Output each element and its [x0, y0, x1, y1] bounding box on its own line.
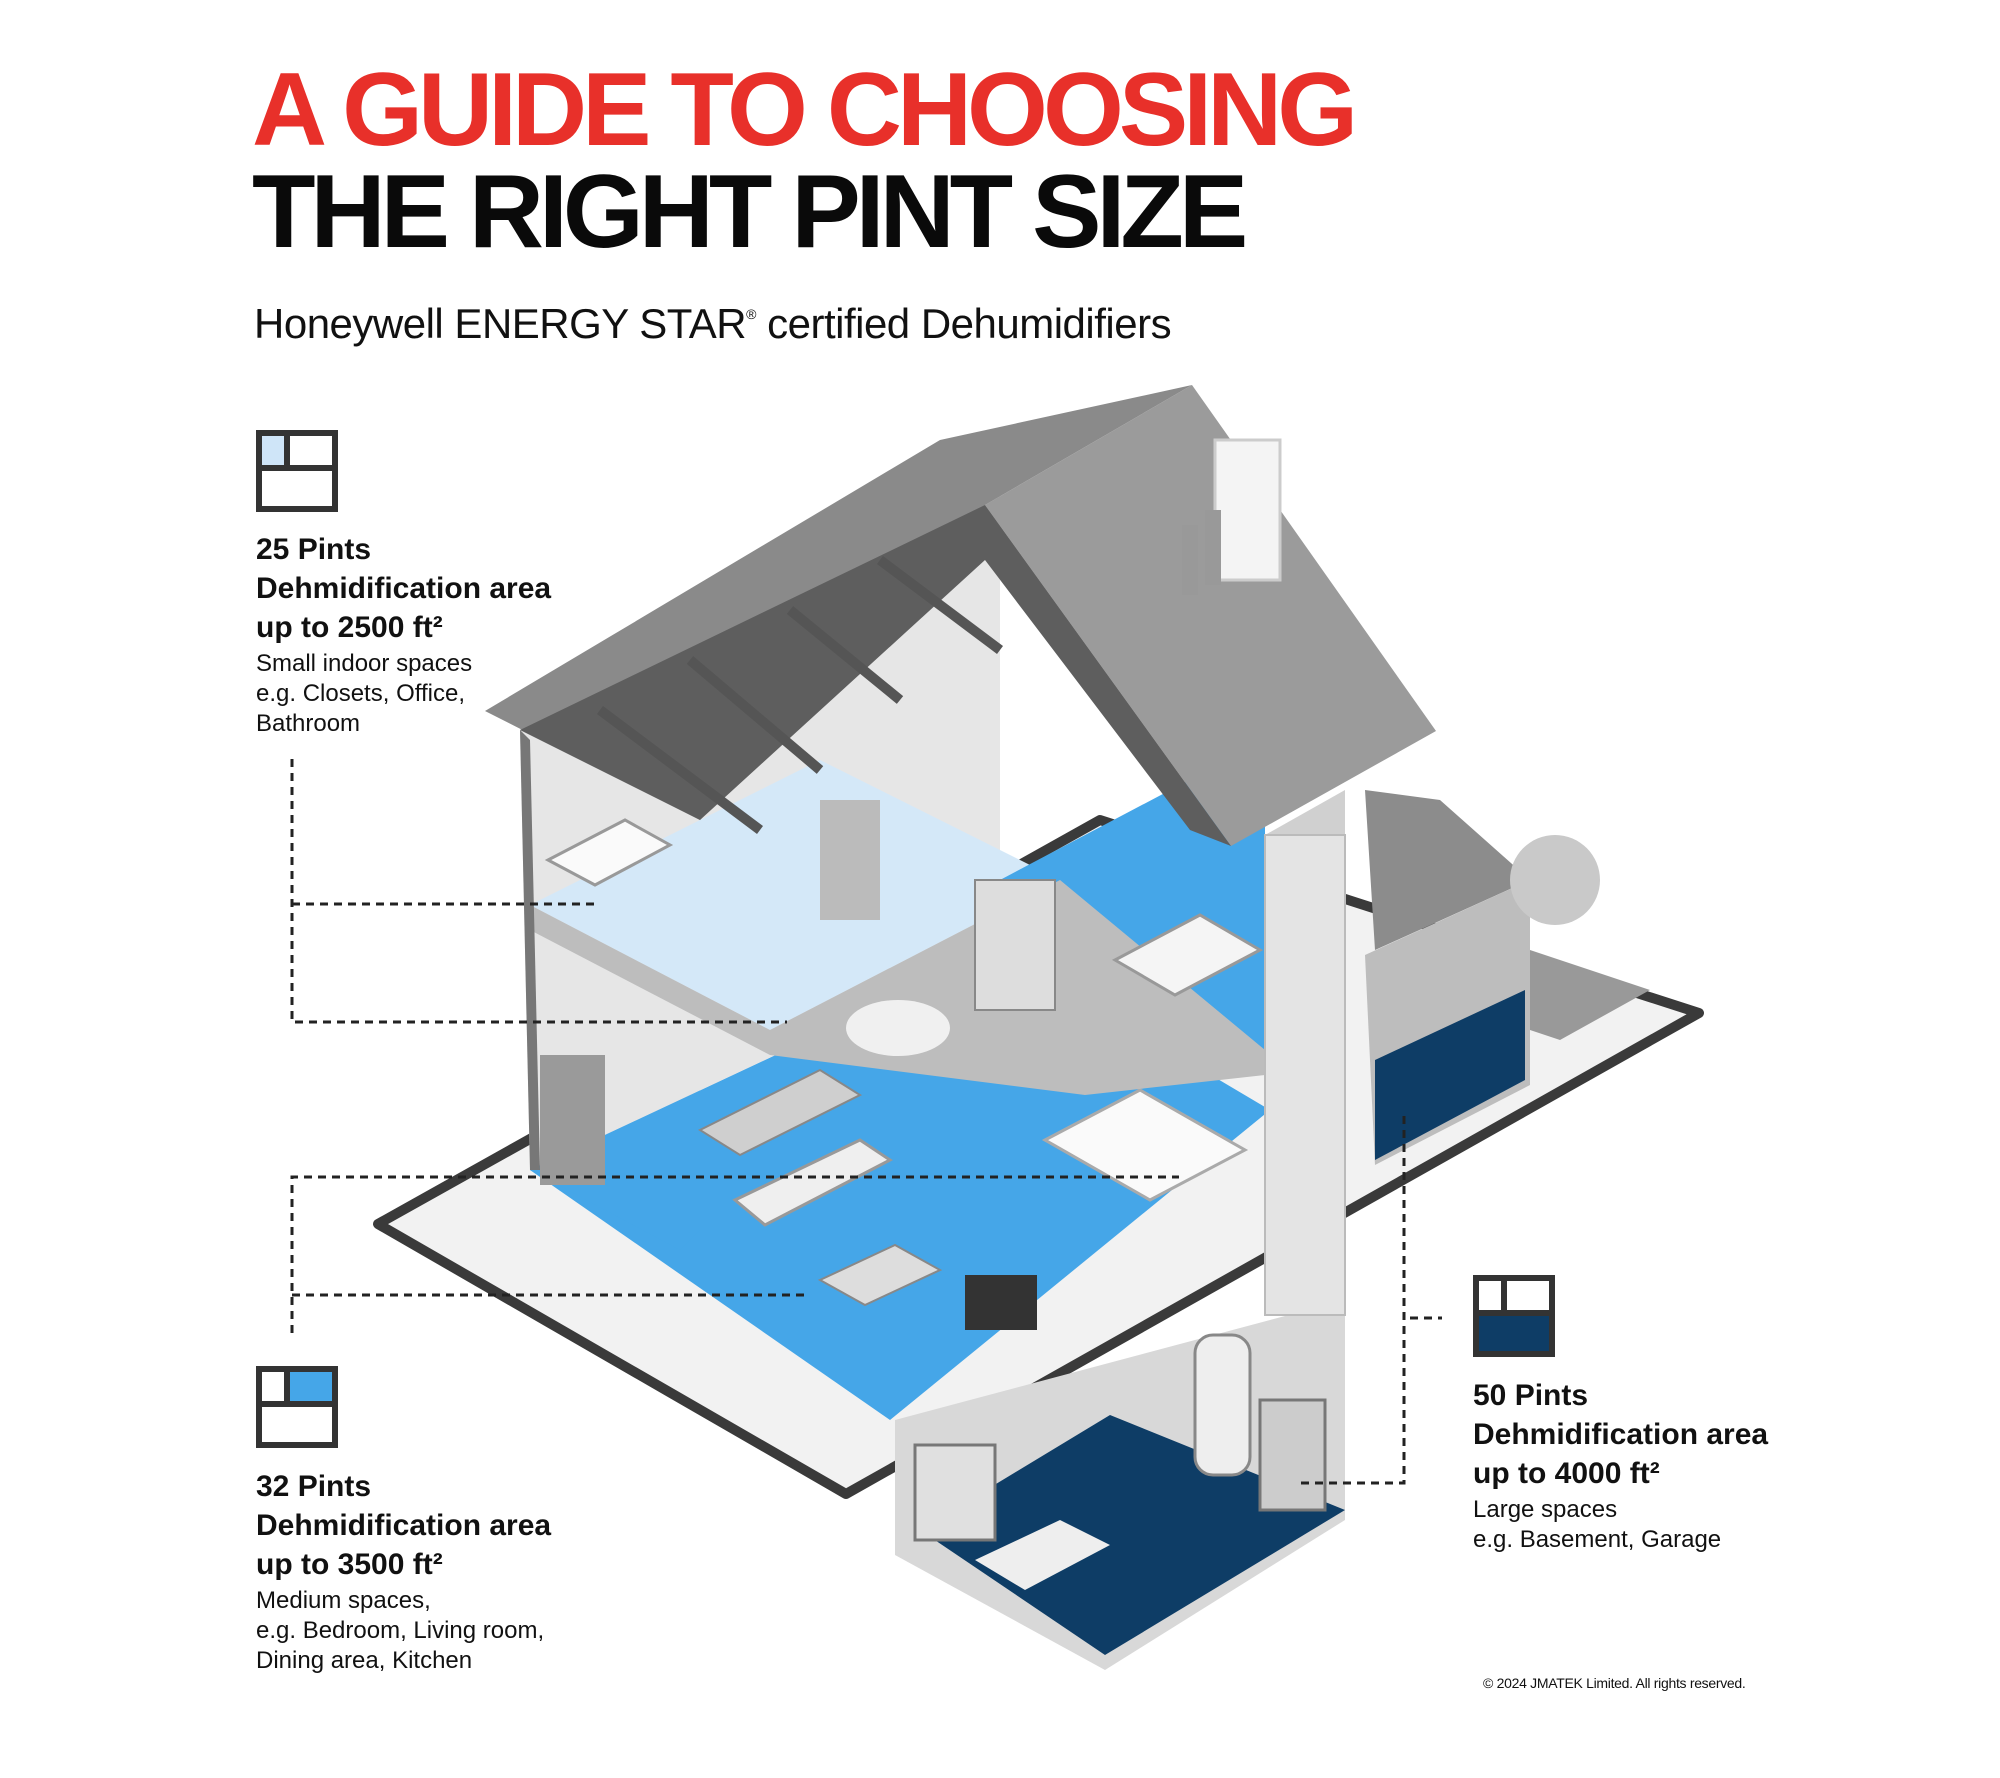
pints-label: 32 Pints	[256, 1470, 372, 1503]
floorplan-large-icon	[1473, 1275, 1555, 1357]
roof-underside	[520, 505, 1231, 846]
sofa	[732, 1138, 893, 1227]
kitchen-counter	[697, 1068, 863, 1157]
leader-line-50-pints	[1301, 1115, 1406, 1485]
floorplan-small-icon	[256, 430, 338, 512]
examples: e.g. Closets, Office,	[256, 680, 465, 707]
garage-roof	[1365, 790, 1530, 950]
tv	[965, 1275, 1037, 1330]
title-line-2: THE RIGHT PINT SIZE	[252, 154, 1248, 270]
description: Small indoor spaces	[256, 650, 473, 677]
area-heading: Dehmidification area	[1473, 1418, 1769, 1451]
copyright: © 2024 JMATEK Limited. All rights reserv…	[1483, 1675, 1746, 1691]
examples: e.g. Bedroom, Living room,	[256, 1617, 545, 1644]
description: Medium spaces,	[256, 1587, 431, 1614]
legend-32-pints: 32 Pints Dehmidification area up to 3500…	[256, 1472, 551, 1679]
house-front-pillar	[1264, 834, 1346, 1316]
examples: e.g. Basement, Garage	[1473, 1526, 1722, 1553]
garage-floor	[1375, 990, 1525, 1160]
chimney	[1213, 438, 1282, 582]
ground-floor-left	[530, 1090, 700, 1250]
area-value: up to 4000 ft²	[1473, 1457, 1660, 1490]
basement-rug	[975, 1520, 1110, 1590]
vent-pipe-2	[1205, 510, 1221, 585]
leader-line-32-pints	[290, 1175, 1179, 1333]
roof-rafters	[597, 556, 1003, 834]
bed	[1111, 913, 1264, 997]
area-value: up to 3500 ft²	[256, 1548, 443, 1581]
area-value: up to 2500 ft²	[256, 611, 443, 644]
subtitle-rest: certified Dehumidifiers	[755, 300, 1172, 347]
driveway	[1530, 950, 1650, 1040]
title-line-1: A GUIDE TO CHOOSING	[252, 52, 1358, 168]
round-rug	[846, 1000, 950, 1056]
pints-label: 25 Pints	[256, 533, 372, 566]
bathtub	[544, 818, 674, 887]
upper-floor-office	[530, 760, 1060, 1030]
subtitle: Honeywell ENERGY STAR® certified Dehumid…	[254, 300, 1172, 348]
subtitle-brand: Honeywell ENERGY STAR	[254, 300, 747, 347]
upper-floor-slab	[530, 880, 1265, 1095]
dining-table	[1041, 1088, 1249, 1202]
wardrobe	[974, 879, 1056, 1011]
furnace	[1258, 1398, 1327, 1512]
legend-25-pints: 25 Pints Dehmidification area up to 2500…	[256, 535, 551, 742]
area-heading: Dehmidification area	[256, 1509, 552, 1542]
leader-lines	[290, 759, 1442, 1485]
bookshelf	[820, 800, 880, 920]
washer	[913, 1443, 997, 1542]
tree	[1510, 835, 1600, 925]
examples-cont: Dining area, Kitchen	[256, 1647, 473, 1674]
legend-50-pints: 50 Pints Dehmidification area up to 4000…	[1473, 1381, 1768, 1558]
area-heading: Dehmidification area	[256, 572, 552, 605]
water-heater	[1193, 1333, 1252, 1477]
description: Large spaces	[1473, 1496, 1618, 1523]
vent-pipe	[1182, 525, 1198, 595]
leader-line-25-pints	[290, 759, 787, 1024]
roof-right	[985, 385, 1436, 846]
registered-mark: ®	[746, 306, 756, 322]
refrigerator	[540, 1055, 605, 1185]
coffee-table	[817, 1243, 943, 1307]
house-left-wall	[520, 730, 540, 1170]
floorplan-medium-icon	[256, 1366, 338, 1448]
pints-label: 50 Pints	[1473, 1379, 1589, 1412]
examples-cont: Bathroom	[256, 710, 361, 737]
